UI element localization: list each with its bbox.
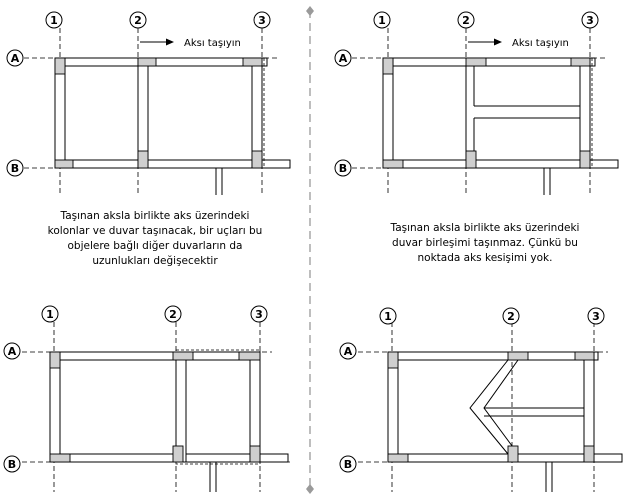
panel-bottom-left: 1 2 3 A B [3,305,290,492]
axis-bubble-a: A [11,52,20,65]
axis-bubble-b: B [11,162,19,175]
caption-right-line: duvar birleşimi taşınmaz. Çünkü bu [392,237,578,249]
axis-bubble-2: 2 [134,14,142,27]
axis-bubble-1: 1 [46,308,54,321]
axis-bubble-a: A [344,345,353,358]
axis-bubble-3: 3 [255,308,263,321]
axis-bubble-2: 2 [462,14,470,27]
axis-bubble-b: B [344,458,352,471]
axis-bubble-2: 2 [169,308,177,321]
caption-left: Taşınan aksla birlikte aks üzerindeki ko… [48,210,263,267]
move-axis-label: Aksı taşıyın [512,38,569,49]
axis-bubble-2: 2 [507,310,515,323]
panel-bottom-right: 1 2 3 A B [339,307,623,492]
axis-bubble-1: 1 [378,14,386,27]
move-axis-label: Aksı taşıyın [184,38,241,49]
caption-left-line: uzunlukları değişecektir [92,255,218,267]
axis-bubble-3: 3 [586,14,594,27]
axis-bubble-1: 1 [50,14,58,27]
caption-right-line: Taşınan aksla birlikte aks üzerindeki [390,222,580,234]
axis-bubble-3: 3 [258,14,266,27]
axis-bubble-b: B [8,458,16,471]
panel-top-left: Aksı taşıyın 1 2 3 A B [6,11,291,195]
caption-left-line: kolonlar ve duvar taşınacak, bir uçları … [48,225,263,237]
caption-left-line: objelere bağlı diğer duvarların da [68,240,243,252]
panel-divider [306,6,314,494]
caption-left-line: Taşınan aksla birlikte aks üzerindeki [60,210,250,222]
axis-bubble-a: A [8,345,17,358]
axis-bubble-1: 1 [384,310,392,323]
caption-right: Taşınan aksla birlikte aks üzerindeki du… [390,222,580,264]
panel-top-right: Aksı taşıyın 1 2 3 A B [334,11,619,195]
axis-bubble-a: A [339,52,348,65]
caption-right-line: noktada aks kesişimi yok. [418,252,553,264]
axis-bubble-3: 3 [592,310,600,323]
axis-bubble-b: B [339,162,347,175]
